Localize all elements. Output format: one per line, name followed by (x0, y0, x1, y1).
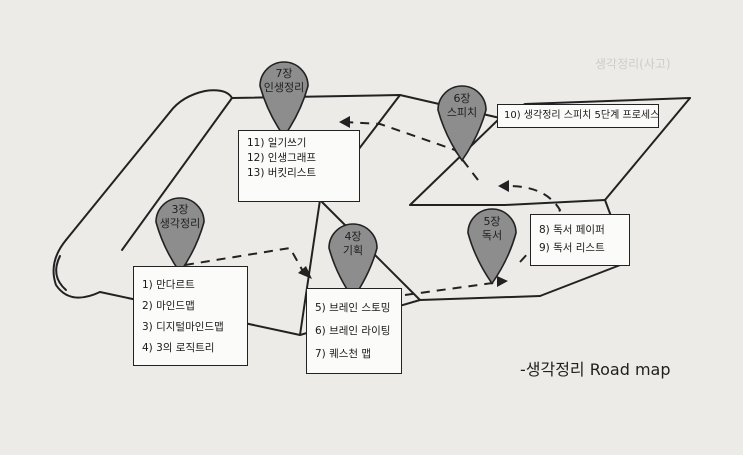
diagram-caption: -생각정리 Road map (520, 360, 671, 379)
box-ch3: 1) 만다르트 2) 마인드맵 3) 디지털마인드맵 4) 3의 로직트리 (133, 266, 248, 366)
list-item: 5) 브레인 스토밍 (315, 302, 391, 314)
list-item: 11) 일기쓰기 (247, 137, 307, 149)
route-arrows (298, 116, 509, 287)
list-item: 3) 디지털마인드맵 (142, 321, 224, 333)
map-pin-ch3 (155, 197, 205, 274)
list-item: 12) 인생그래프 (247, 152, 317, 164)
map-pin-ch6 (437, 85, 487, 162)
map-pin-ch4 (328, 223, 378, 300)
list-item: 9) 독서 리스트 (539, 242, 605, 254)
box-ch7: 11) 일기쓰기 12) 인생그래프 13) 버킷리스트 (238, 130, 360, 202)
list-item: 10) 생각정리 스피치 5단계 프로세스 (504, 110, 660, 121)
list-item: 8) 독서 페이퍼 (539, 224, 605, 236)
list-item: 6) 브레인 라이팅 (315, 325, 391, 337)
box-ch5: 8) 독서 페이퍼 9) 독서 리스트 (530, 214, 630, 266)
list-item: 7) 퀘스천 맵 (315, 348, 372, 360)
watermark-text: 생각정리(사고) (595, 57, 671, 71)
list-item: 1) 만다르트 (142, 279, 195, 291)
map-pins (155, 61, 517, 300)
box-ch4: 5) 브레인 스토밍 6) 브레인 라이팅 7) 퀘스천 맵 (306, 288, 402, 374)
map-pin-ch5 (467, 208, 517, 285)
box-ch6: 10) 생각정리 스피치 5단계 프로세스 (497, 104, 659, 128)
list-item: 13) 버킷리스트 (247, 167, 317, 179)
list-item: 4) 3의 로직트리 (142, 342, 215, 354)
list-item: 2) 마인드맵 (142, 300, 195, 312)
map-pin-ch7 (259, 61, 309, 138)
